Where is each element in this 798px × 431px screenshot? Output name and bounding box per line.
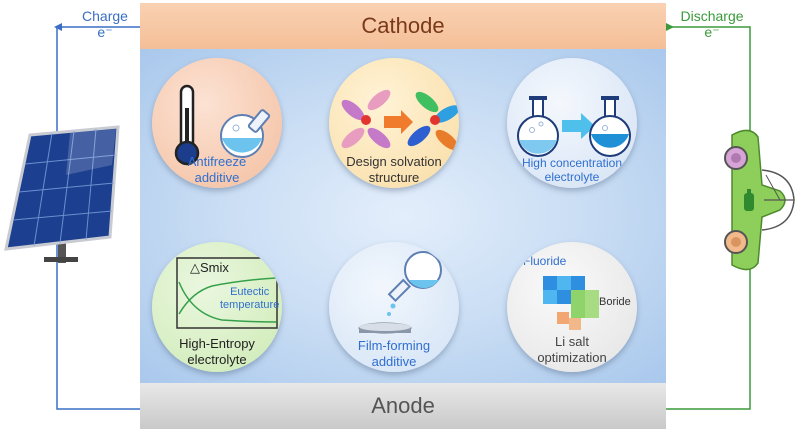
fluoride-label: Fluoride: [523, 254, 567, 268]
antifreeze-additive-label: Antifreeze additive: [187, 154, 247, 185]
electric-car-icon: [724, 129, 795, 271]
solar-panel-icon: [4, 125, 120, 263]
charge-arrow-icon: [54, 23, 62, 31]
concentration-flasks-icon: [517, 96, 631, 157]
anode-bar: Anode: [140, 383, 666, 429]
discharge-arrow-icon: [666, 23, 674, 31]
high-entropy-electrolyte-circle: △Smix Eutectic temperature High-Entropy …: [152, 242, 282, 372]
antifreeze-additive-circle: Antifreeze additive: [152, 58, 282, 188]
eutectic-temperature-label: Eutectic temperature: [220, 286, 280, 311]
discharge-label: Discharge e⁻: [680, 8, 744, 40]
high-concentration-electrolyte-circle: High concentration electrolyte: [507, 58, 637, 188]
smix-label: △Smix: [190, 260, 229, 275]
high-concentration-electrolyte-label: High concentration electrolyte: [521, 156, 623, 184]
film-forming-additive-circle: Film-forming additive: [329, 242, 459, 372]
design-solvation-structure-label: Design solvation structure: [346, 154, 442, 185]
thermometer-flask-icon: [174, 84, 271, 166]
charge-label: Charge e⁻: [82, 8, 128, 40]
solvation-structure-icon: [341, 89, 459, 151]
cathode-bar: Cathode: [140, 3, 666, 49]
film-forming-flask-icon: [358, 251, 442, 334]
li-salt-optimization-label: Li salt optimization: [537, 334, 607, 365]
film-forming-additive-label: Film-forming additive: [357, 338, 431, 369]
design-solvation-structure-circle: Design solvation structure: [329, 58, 459, 188]
high-entropy-electrolyte-label: High-Entropy electrolyte: [179, 336, 255, 367]
li-salt-optimization-circle: Fluoride Boride Li salt optimization: [507, 242, 637, 372]
entropy-plot-icon: [176, 257, 278, 329]
boride-label: Boride: [599, 296, 631, 308]
salt-blocks-icon: [543, 276, 599, 330]
